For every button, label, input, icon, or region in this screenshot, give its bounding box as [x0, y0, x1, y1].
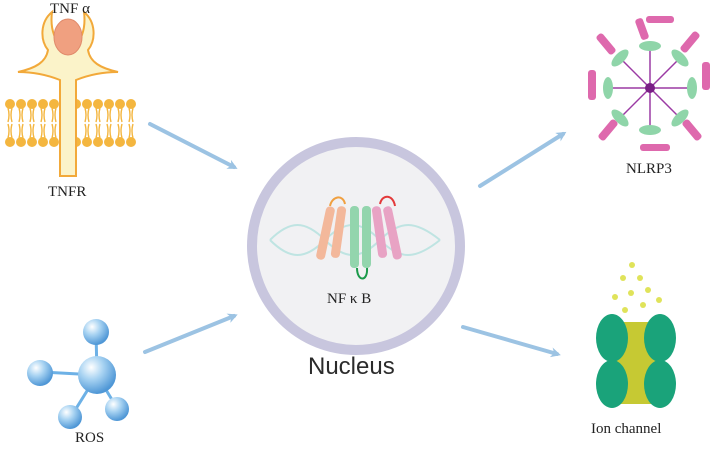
nfkb-complex	[316, 195, 402, 280]
nucleus	[247, 137, 465, 355]
ros-molecule	[27, 319, 129, 429]
nlrp3-pink-domains	[588, 16, 710, 151]
ion-dots	[612, 262, 662, 313]
arrow-nucleus-to-ion-channel	[461, 325, 561, 358]
nfkb-label: NF κ B	[327, 291, 372, 307]
tnf-alpha-label: TNF α	[50, 1, 90, 17]
arrow-ros-to-nucleus	[143, 313, 238, 354]
ion-channel	[596, 262, 676, 408]
nlrp3-spokes	[610, 48, 690, 128]
nlrp3-label: NLRP3	[626, 161, 672, 177]
arrows	[143, 122, 567, 358]
ros-label: ROS	[75, 430, 105, 446]
arrow-tnfr-to-nucleus	[148, 122, 238, 169]
nlrp3-inflammasome	[588, 16, 710, 151]
tnfr-label: TNFR	[48, 184, 87, 200]
membrane-tails	[7, 107, 134, 139]
ion-channel-label: Ion channel	[591, 421, 662, 437]
nlrp3-green-domains	[603, 41, 697, 135]
tnfr-receptor	[5, 9, 136, 177]
nlrp3-core	[645, 83, 655, 93]
nucleus-label: Nucleus	[308, 353, 395, 380]
tnf-ligand	[53, 18, 83, 56]
arrow-nucleus-to-nlrp3	[478, 131, 567, 188]
